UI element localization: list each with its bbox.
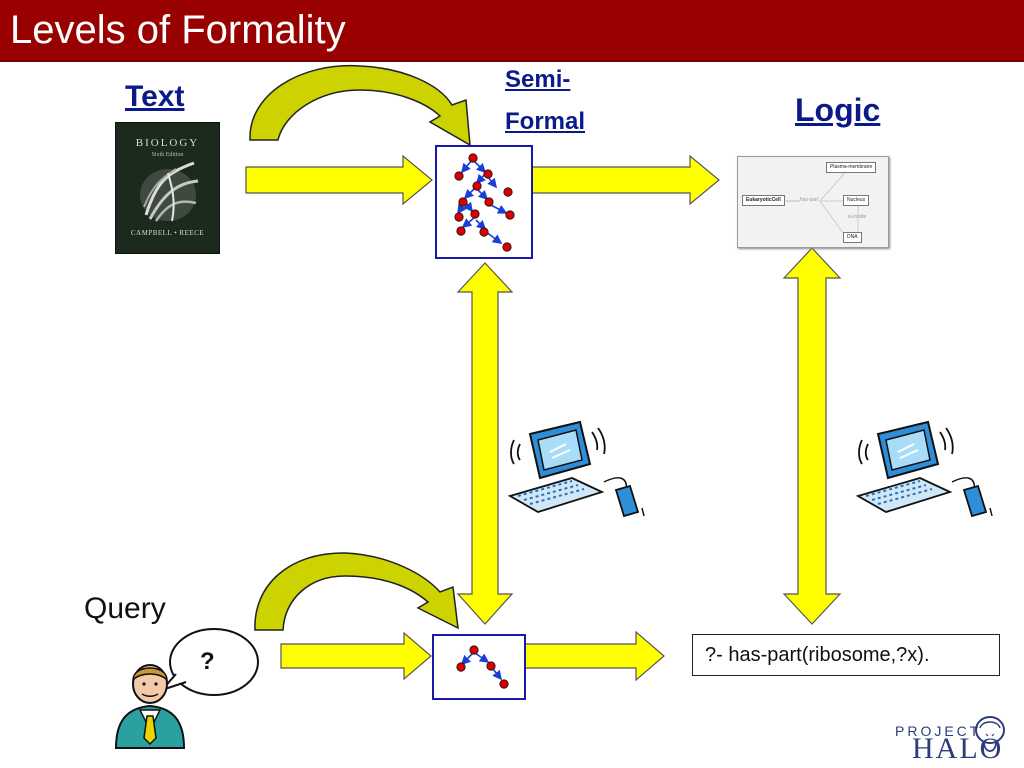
query-expression: ?- has-part(ribosome,?x). [705, 644, 930, 666]
query-graph-box [432, 634, 526, 700]
arrow-text-to-semiformal [245, 154, 433, 206]
semiformal-graph-box [435, 145, 533, 259]
logo-project-text: PROJECT [895, 723, 982, 739]
book-title: BIOLOGY [135, 137, 200, 149]
leaf-illustration [140, 161, 199, 222]
logic-graph-screenshot: EukaryoticCell has-part Plasma-membrane … [737, 156, 889, 248]
computer-icon-left [507, 420, 645, 518]
arrow-semiformal-to-logic [531, 154, 720, 206]
label-formal: Formal [505, 108, 586, 135]
double-arrow-semiformal [456, 262, 514, 625]
curved-arrow-top [249, 64, 471, 147]
label-text: Text [125, 80, 185, 113]
slide-title: Levels of Formality [10, 8, 346, 52]
query-question-mark: ? [200, 648, 215, 675]
label-query: Query [84, 592, 166, 625]
person-icon [114, 664, 186, 749]
label-semi: Semi- [505, 66, 571, 93]
logic-root-node: EukaryoticCell [742, 195, 785, 206]
semiformal-graph [454, 153, 515, 252]
book-subtitle: Sixth Edition [151, 152, 184, 158]
logic-relation2-label: is-inside [848, 214, 867, 220]
logic-node-plasma-membrane: Plasma-membrane [826, 162, 877, 173]
book-authors: CAMPBELL • REECE [130, 229, 205, 237]
double-arrow-logic [782, 247, 842, 625]
speech-bubble [169, 628, 259, 696]
label-logic: Logic [795, 92, 881, 128]
arrow-query-to-graph [280, 631, 432, 681]
query-graph [456, 645, 509, 689]
title-bar: Levels of Formality [0, 0, 1024, 62]
logic-relation-label: has-part [800, 197, 819, 203]
logic-node-nucleus: Nucleus [843, 195, 870, 206]
logic-node-dna: DNA [843, 232, 862, 243]
query-expression-box: ?- has-part(ribosome,?x). [692, 634, 1000, 676]
curved-arrow-bottom [254, 552, 459, 631]
halo-face-icon [975, 716, 1005, 752]
biology-book-cover: BIOLOGY Sixth Edition CAMPBELL • REECE [115, 122, 220, 254]
computer-icon-right [855, 420, 993, 518]
arrow-graph-to-expression [522, 630, 665, 682]
